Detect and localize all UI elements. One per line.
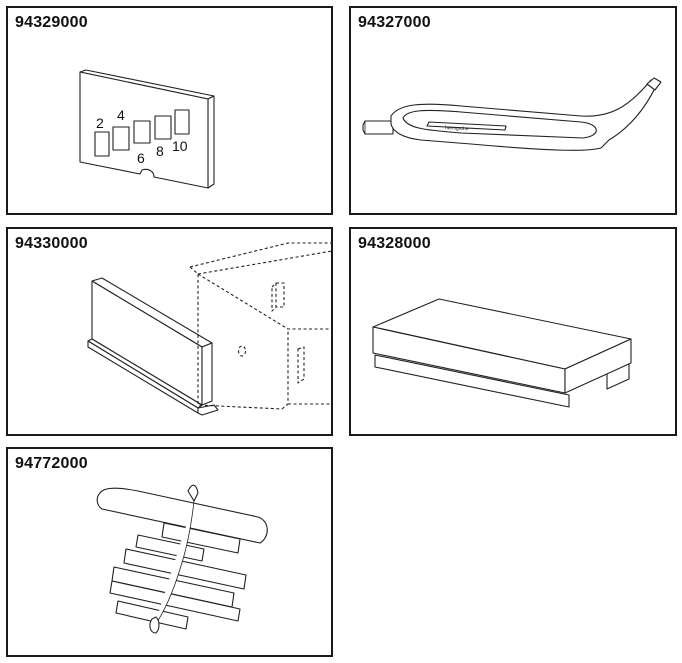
part-number: 94328000 xyxy=(358,235,431,252)
gauge-label-10: 10 xyxy=(172,138,188,154)
part-number: 94330000 xyxy=(15,235,88,252)
tool-lever-icon: hansgrohe xyxy=(362,77,662,151)
part-number: 94327000 xyxy=(358,14,431,31)
spacer-set-icon xyxy=(96,484,268,634)
gauge-label-8: 8 xyxy=(156,143,164,159)
gauge-label-2: 2 xyxy=(96,115,104,131)
part-panel-94328000: 94328000 xyxy=(349,227,677,436)
mounting-strip-drawer-icon xyxy=(87,242,331,416)
part-panel-94329000: 94329000 2 4 6 8 10 xyxy=(6,6,333,215)
part-panel-94772000: 94772000 xyxy=(6,447,333,657)
part-number: 94772000 xyxy=(15,455,88,472)
part-panel-94327000: 94327000 hansgrohe xyxy=(349,6,677,215)
gauge-label-6: 6 xyxy=(137,150,145,166)
part-panel-94330000: 94330000 xyxy=(6,227,333,436)
gauge-label-4: 4 xyxy=(117,107,125,123)
part-number: 94329000 xyxy=(15,14,88,31)
cover-plate-icon xyxy=(372,298,632,408)
handle-brand-text: hansgrohe xyxy=(445,125,469,132)
gauge-plate-icon: 2 4 6 8 10 xyxy=(79,69,215,189)
